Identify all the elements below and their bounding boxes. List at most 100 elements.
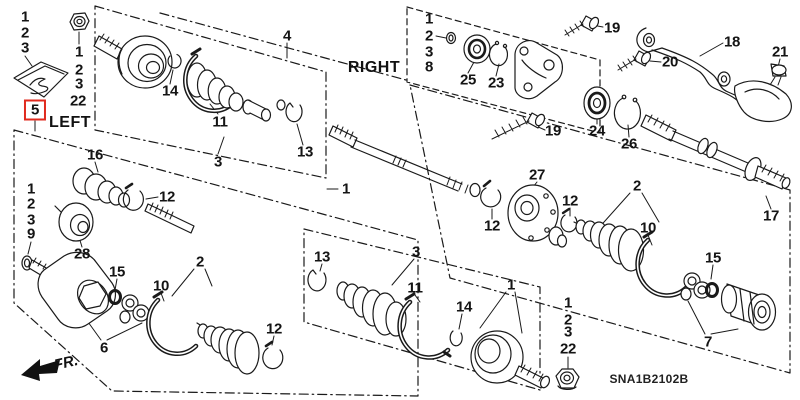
support-snap-ring	[488, 40, 509, 67]
part-callout-2: 2	[195, 253, 205, 271]
outline-left-outer-joint-box	[94, 5, 327, 179]
part-callout-12: 12	[158, 188, 176, 206]
part-callout-4: 4	[282, 27, 292, 45]
spindle-nut-left	[69, 12, 90, 31]
part-callout-23: 23	[487, 74, 505, 92]
right-inner-band-small	[560, 207, 578, 233]
right-driveshaft	[328, 124, 481, 198]
part-callout-21: 21	[771, 43, 789, 61]
part-callout-2: 2	[26, 195, 36, 213]
part-callout-10: 10	[152, 277, 170, 295]
part-callout-11: 11	[407, 279, 423, 297]
part-callout-19: 19	[603, 19, 621, 37]
right-inner-boot-band	[635, 230, 689, 298]
left-spider-collar	[108, 289, 122, 305]
right-shaft-band	[480, 179, 502, 208]
left-boot-collar	[276, 99, 303, 123]
outline-support-bearing-box	[406, 6, 601, 134]
part-callout-16: 16	[86, 146, 104, 164]
support-bearing	[463, 34, 491, 64]
part-callout-2: 2	[632, 177, 642, 195]
part-callout-24: 24	[588, 122, 606, 140]
left-inner-joint-ring	[54, 202, 94, 242]
right-inner-joint	[720, 283, 777, 331]
part-callout-9: 9	[26, 225, 36, 243]
bolt-20	[617, 50, 652, 72]
right-outer-boot	[336, 281, 407, 337]
bearing-support-bracket	[514, 40, 563, 100]
part-callout-3: 3	[411, 243, 421, 261]
part-callout-1: 1	[74, 43, 84, 61]
part-callout-15: 15	[108, 263, 126, 281]
part-callout-3: 3	[424, 43, 434, 61]
part-callout-2: 2	[424, 27, 434, 45]
bolt-19-lower	[491, 112, 546, 140]
part-callout-13: 13	[313, 248, 331, 266]
part-callout-2: 2	[563, 311, 573, 329]
part-callout-1: 1	[563, 294, 573, 312]
label-right: RIGHT	[347, 59, 401, 76]
part-callout-10: 10	[639, 219, 657, 237]
outline-right-driveshaft-box	[409, 84, 791, 374]
left-outer-circlip	[167, 53, 182, 69]
diagram-code: SNA1B2102B	[609, 372, 689, 386]
part-callout-18: 18	[723, 33, 741, 51]
part-callout-8: 8	[424, 58, 434, 76]
intermediate-joint	[507, 184, 568, 248]
part-callout-15: 15	[704, 249, 722, 267]
right-outer-boot-band	[397, 292, 452, 360]
part-callout-25: 25	[459, 71, 477, 89]
part-callout-1: 1	[424, 10, 434, 28]
right-outer-circlip	[449, 330, 463, 347]
left-shaft-band-small	[122, 182, 144, 211]
part-callout-2: 2	[20, 24, 30, 42]
part-callout-12: 12	[483, 217, 501, 235]
right-inner-boot	[573, 219, 645, 272]
part-callout-3: 3	[74, 75, 84, 93]
left-inner-boot	[196, 322, 260, 375]
part-callout-12: 12	[265, 320, 283, 338]
spindle-nut-right	[555, 368, 580, 390]
part-callout-12: 12	[561, 192, 579, 210]
part-callout-2: 2	[74, 61, 84, 79]
part-callout-13: 13	[296, 143, 314, 161]
left-spider-joint	[119, 294, 150, 324]
left-outer-boot	[186, 62, 272, 122]
left-driveshaft-stub	[144, 202, 195, 234]
outline-right-outer-boot-box	[303, 228, 541, 391]
part-callout-3: 3	[213, 153, 223, 171]
support-ring	[445, 31, 457, 45]
part-callout-20: 20	[661, 53, 679, 71]
right-spider-collar	[705, 282, 719, 298]
right-outer-cv-joint	[470, 330, 551, 389]
left-inner-boot-band	[146, 290, 199, 357]
bolt-19-upper	[564, 15, 600, 37]
part-callout-11: 11	[212, 113, 228, 131]
part-callout-26: 26	[620, 135, 638, 153]
heat-shield-bracket	[636, 27, 792, 122]
bolt-21	[769, 63, 787, 86]
part-callout-5: 5	[23, 99, 47, 121]
part-callout-1: 1	[20, 8, 30, 26]
part-callout-22: 22	[559, 340, 577, 358]
leader-lines	[24, 24, 781, 369]
part-callout-1: 1	[341, 180, 351, 198]
part-callout-3: 3	[26, 211, 36, 229]
part-callout-17: 17	[762, 207, 780, 225]
part-callout-3: 3	[563, 323, 573, 341]
part-callout-28: 28	[73, 245, 91, 263]
set-ring-plate	[13, 61, 69, 98]
part-callout-27: 27	[528, 166, 546, 184]
outline-stray-line	[159, 12, 407, 81]
part-callout-7: 7	[703, 333, 713, 351]
part-callout-3: 3	[20, 39, 30, 57]
right-boot-collar	[307, 269, 327, 292]
left-inner-boot-band-small	[262, 340, 284, 370]
outline-left-driveshaft-box	[13, 129, 419, 397]
part-callout-1: 1	[506, 276, 516, 294]
halfshaft-snap-ring	[613, 94, 642, 130]
halfshaft-bearing	[583, 86, 611, 120]
part-callout-1: 1	[26, 180, 36, 198]
